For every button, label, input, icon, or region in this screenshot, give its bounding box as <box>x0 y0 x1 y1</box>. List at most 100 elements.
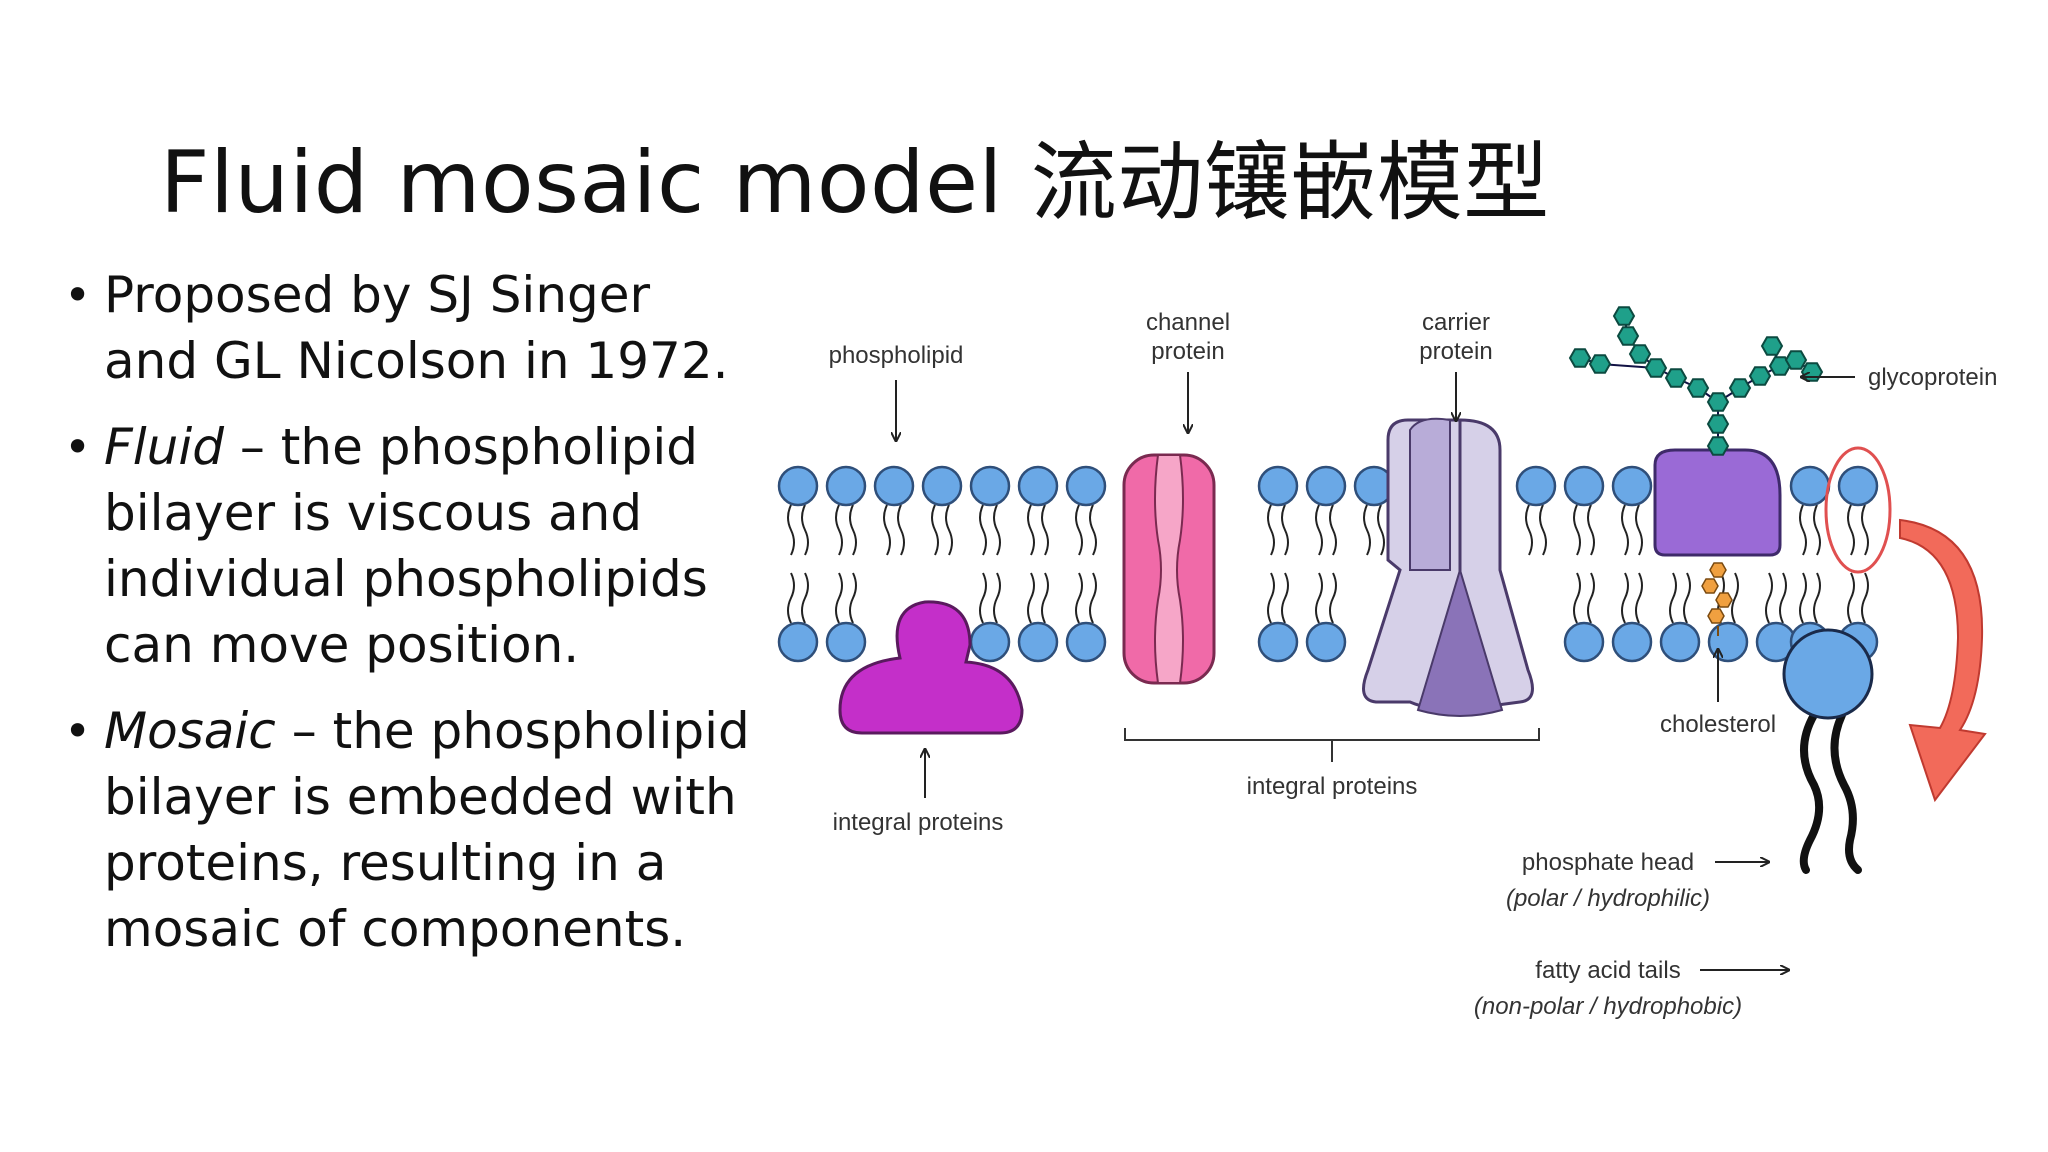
bullet-text: – the phospholipid bilayer is embedded w… <box>104 702 750 958</box>
lipid-tail <box>1799 504 1807 556</box>
sugar-chain <box>1568 306 1824 456</box>
lipid-tail <box>1635 504 1643 556</box>
phosphate-head <box>1257 465 1299 507</box>
phosphate-head <box>921 465 963 507</box>
lipid-tail <box>1315 572 1323 624</box>
label-fatty-tails: fatty acid tails <box>1535 957 1680 984</box>
sugar-unit <box>1728 378 1752 398</box>
sugar-unit <box>1568 348 1592 368</box>
lipid-tail <box>1861 572 1869 624</box>
bullet-lead: Fluid <box>104 418 224 476</box>
slide-title: Fluid mosaic model 流动镶嵌模型 <box>160 133 1550 233</box>
lipid-tail <box>1329 572 1337 624</box>
lipid-tail <box>883 504 891 556</box>
lipid-tail <box>835 504 843 556</box>
phosphate-head <box>1563 621 1605 663</box>
phosphate-head <box>1611 621 1653 663</box>
lipid-tail <box>1329 504 1337 556</box>
phosphate-head <box>1305 465 1347 507</box>
lipid-tail <box>801 504 809 556</box>
carrier-protein <box>1362 417 1534 717</box>
phosphate-head <box>1065 465 1107 507</box>
channel-protein <box>1122 453 1216 685</box>
lipid-tail <box>1315 504 1323 556</box>
sugar-unit <box>1760 336 1784 356</box>
sugar-unit <box>1800 362 1824 382</box>
sugar-unit <box>1628 344 1652 364</box>
sugar-unit <box>1706 392 1730 412</box>
phosphate-head <box>777 465 819 507</box>
lipid-tail <box>1027 504 1035 556</box>
label-carrier-1: carrier <box>1422 309 1490 336</box>
lipid-tail <box>1539 504 1547 556</box>
bullet-item: Fluid – the phospholipid bilayer is visc… <box>64 414 754 678</box>
sugar-unit <box>1664 368 1688 388</box>
phosphate-head <box>825 465 867 507</box>
lipid-tail <box>1621 504 1629 556</box>
phosphate-head <box>1065 621 1107 663</box>
steroid-ring <box>1701 578 1719 594</box>
bullet-text: – the phospholipid bilayer is viscous an… <box>104 418 708 674</box>
bullet-list: Proposed by SJ Singer and GL Nicolson in… <box>64 262 754 982</box>
lipid-tail <box>1089 504 1097 556</box>
lipid-tail <box>1813 504 1821 556</box>
lipid-tail <box>1267 572 1275 624</box>
phosphate-head <box>1563 465 1605 507</box>
steroid-ring <box>1715 592 1733 608</box>
phosphate-head <box>1017 621 1059 663</box>
lipid-tail <box>931 504 939 556</box>
sugar-unit <box>1706 414 1730 434</box>
lipid-tail <box>1779 572 1787 624</box>
label-fatty-tails-note: (non-polar / hydrophobic) <box>1474 993 1742 1020</box>
lipid-tail <box>1281 504 1289 556</box>
lipid-tail <box>1089 572 1097 624</box>
lipid-tail <box>835 572 843 624</box>
bullet-item: Proposed by SJ Singer and GL Nicolson in… <box>64 262 754 394</box>
label-integral-mid: integral proteins <box>1247 773 1418 800</box>
lipid-tail <box>1683 572 1691 624</box>
lipid-tail <box>979 572 987 624</box>
lipid-tail <box>1587 504 1595 556</box>
lipid-tail <box>1635 572 1643 624</box>
phosphate-head <box>969 465 1011 507</box>
phospholipid-detail <box>1782 628 1874 874</box>
lipid-tail <box>1765 572 1773 624</box>
phosphate-head <box>873 465 915 507</box>
lipid-tail <box>1587 572 1595 624</box>
lipid-tail <box>787 504 795 556</box>
phosphate-head <box>1257 621 1299 663</box>
phosphate-head <box>1305 621 1347 663</box>
sugar-unit <box>1644 358 1668 378</box>
sugar-unit <box>1588 354 1612 374</box>
lipid-tail <box>1847 504 1855 556</box>
lipid-tail <box>1363 504 1371 556</box>
label-phospholipid: phospholipid <box>829 342 964 369</box>
lipid-tail <box>1525 504 1533 556</box>
phosphate-head <box>1515 465 1557 507</box>
phosphate-head <box>1837 465 1879 507</box>
phosphate-head <box>969 621 1011 663</box>
zoom-arrow <box>1899 518 1987 803</box>
label-integral-left: integral proteins <box>833 809 1004 836</box>
lipid-tail <box>993 504 1001 556</box>
peripheral-protein <box>838 600 1024 735</box>
label-carrier-2: protein <box>1419 338 1492 365</box>
phospholipid-bilayer <box>777 465 1879 663</box>
lipid-tail <box>1573 504 1581 556</box>
lipid-tail <box>979 504 987 556</box>
lipid-tail <box>1847 572 1855 624</box>
sugar-unit <box>1784 350 1808 370</box>
lipid-tail <box>849 504 857 556</box>
glycoprotein-body <box>1653 448 1782 557</box>
sugar-unit <box>1706 436 1730 456</box>
bullet-text: Proposed by SJ Singer and GL Nicolson in… <box>104 266 729 390</box>
phosphate-head <box>1789 465 1831 507</box>
phosphate-head <box>777 621 819 663</box>
lipid-tail <box>1027 572 1035 624</box>
bullet-item: Mosaic – the phospholipid bilayer is emb… <box>64 698 754 962</box>
lipid-tail <box>787 572 795 624</box>
lipid-tail <box>1281 572 1289 624</box>
lipid-tail <box>1621 572 1629 624</box>
phosphate-head <box>1707 621 1749 663</box>
sugar-unit <box>1616 326 1640 346</box>
